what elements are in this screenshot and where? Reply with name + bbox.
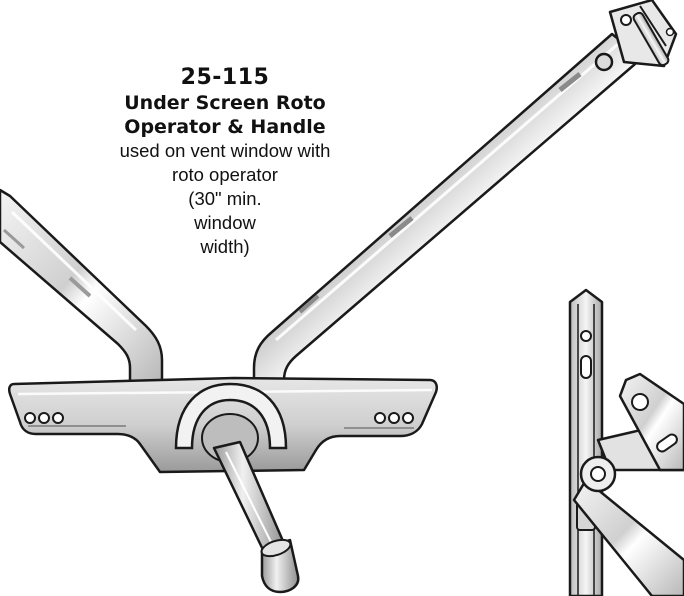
product-description-line-2: roto operator [172, 164, 278, 185]
left-arm [0, 188, 164, 384]
hinge-bracket [594, 0, 678, 72]
product-description-line-3: (30" min. [188, 188, 262, 209]
product-description-line-5: width) [200, 236, 250, 257]
secondary-hinge [568, 288, 684, 596]
right-arm [252, 32, 644, 390]
product-description-line-1: used on vent window with [119, 140, 331, 161]
product-description-line-4: window [194, 212, 256, 233]
operator-body [7, 376, 438, 474]
product-title-line-1: Under Screen Roto [124, 92, 326, 114]
part-number: 25-115 [180, 65, 270, 90]
crank-handle [212, 440, 300, 594]
product-caption: 25-115 Under Screen Roto Operator & Hand… [110, 64, 340, 259]
product-title-line-2: Operator & Handle [124, 116, 326, 138]
